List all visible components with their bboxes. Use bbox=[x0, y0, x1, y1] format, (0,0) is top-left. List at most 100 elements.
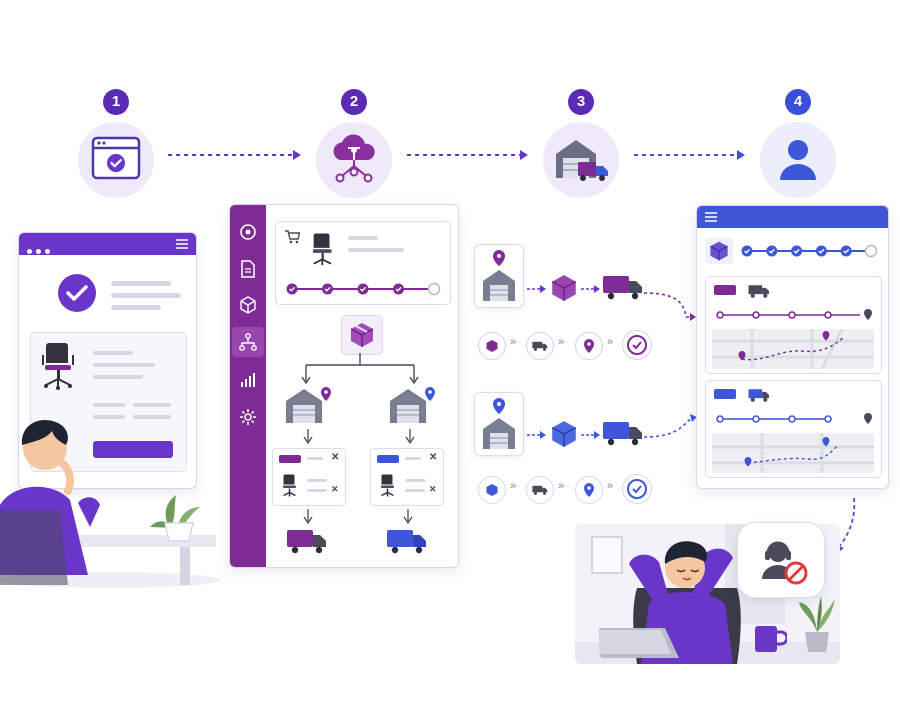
text-placeholder bbox=[307, 489, 327, 492]
office-chair-icon bbox=[283, 474, 296, 497]
text-placeholder bbox=[348, 248, 404, 252]
progress-step-done bbox=[815, 245, 827, 257]
plant-icon bbox=[799, 596, 835, 652]
step-2: 2 bbox=[316, 86, 392, 198]
box-icon bbox=[486, 340, 498, 352]
progress-step-pending bbox=[864, 244, 878, 258]
text-placeholder bbox=[111, 281, 171, 286]
mini-step-pin bbox=[575, 476, 603, 504]
office-chair-icon bbox=[42, 343, 74, 390]
text-placeholder bbox=[93, 363, 155, 367]
progress-step-done bbox=[741, 245, 753, 257]
tracking-panel bbox=[696, 205, 889, 489]
steps-row: 1 2 3 bbox=[0, 0, 900, 200]
text-placeholder bbox=[93, 415, 125, 419]
branch-order-card-blue: ✕ ✕ bbox=[370, 448, 444, 506]
step-number-badge: 4 bbox=[785, 89, 811, 115]
flow-arrow bbox=[581, 285, 600, 293]
browser-check-icon bbox=[91, 136, 141, 180]
text-placeholder bbox=[405, 489, 425, 492]
close-icon[interactable]: ✕ bbox=[331, 452, 340, 463]
mug-icon bbox=[755, 626, 787, 652]
overall-progress-track bbox=[741, 244, 878, 258]
shipment-card-purple bbox=[705, 276, 882, 374]
panel-titlebar bbox=[697, 206, 888, 228]
progress-step-done bbox=[322, 283, 333, 295]
check-mark bbox=[818, 248, 825, 254]
chevron-icon: » bbox=[607, 336, 614, 348]
hamburger-icon[interactable] bbox=[705, 212, 717, 222]
text-placeholder bbox=[111, 293, 181, 298]
step-number-badge: 1 bbox=[103, 89, 129, 115]
mini-step-box bbox=[478, 476, 506, 504]
text-placeholder bbox=[307, 457, 323, 460]
check-icon bbox=[627, 335, 647, 355]
window-dots bbox=[27, 241, 50, 259]
step-icon-circle bbox=[316, 122, 392, 198]
bar-chart-icon[interactable] bbox=[239, 371, 257, 389]
fulfillment-flow-blue: » » » bbox=[474, 392, 694, 512]
cloud-network-icon bbox=[333, 134, 375, 183]
warehouse-pin-icon bbox=[483, 250, 515, 301]
shipment-tag bbox=[714, 389, 736, 399]
document-icon[interactable] bbox=[240, 260, 256, 278]
flow-arrow bbox=[527, 285, 546, 293]
truck-icon bbox=[387, 530, 426, 554]
mini-step-check bbox=[622, 330, 652, 360]
text-placeholder bbox=[307, 479, 327, 482]
route-map-icon bbox=[712, 329, 874, 369]
chevron-icon: » bbox=[558, 336, 565, 348]
box-icon bbox=[551, 275, 577, 301]
no-support-bubble bbox=[737, 522, 825, 598]
office-chair-icon bbox=[312, 233, 332, 266]
chevron-icon: » bbox=[510, 336, 517, 348]
step-number-badge: 3 bbox=[568, 89, 594, 115]
target-icon[interactable] bbox=[239, 223, 257, 241]
progress-step-done bbox=[791, 245, 803, 257]
truck-icon bbox=[603, 276, 642, 300]
hub-icon-tile bbox=[341, 315, 383, 355]
gear-icon[interactable] bbox=[239, 408, 257, 426]
text-placeholder bbox=[93, 351, 133, 355]
routing-panel: ✕ ✕ ✕ ✕ bbox=[229, 204, 459, 568]
shipment-progress-track bbox=[716, 309, 872, 320]
text-placeholder bbox=[348, 236, 378, 240]
hierarchy-icon[interactable] bbox=[239, 333, 257, 351]
warehouse-tile bbox=[474, 244, 524, 308]
shipment-card-blue bbox=[705, 380, 882, 478]
hamburger-icon[interactable] bbox=[176, 239, 188, 249]
step-icon-circle bbox=[78, 122, 154, 198]
progress-step-done bbox=[357, 283, 369, 295]
branch-tag bbox=[377, 455, 399, 463]
relaxed-scene bbox=[575, 518, 840, 666]
mini-step-truck bbox=[526, 332, 554, 360]
box-icon[interactable] bbox=[239, 296, 257, 314]
truck-icon bbox=[532, 341, 548, 351]
check-mark bbox=[360, 286, 367, 292]
step-3: 3 bbox=[543, 86, 619, 198]
package-icon bbox=[350, 323, 374, 347]
branch-tag bbox=[279, 455, 301, 463]
close-icon[interactable]: ✕ bbox=[429, 484, 437, 494]
text-placeholder bbox=[133, 415, 171, 419]
package-icon bbox=[710, 241, 728, 261]
flow-arrow bbox=[581, 431, 600, 439]
truck-icon bbox=[532, 485, 548, 495]
pin-icon bbox=[584, 483, 594, 497]
check-mark bbox=[289, 286, 296, 292]
no-support-icon bbox=[762, 541, 808, 585]
step-icon-circle bbox=[760, 122, 836, 198]
close-icon[interactable]: ✕ bbox=[429, 452, 438, 463]
check-mark bbox=[744, 248, 751, 254]
truck-icon bbox=[748, 285, 769, 298]
progress-step-done bbox=[840, 245, 852, 257]
close-icon[interactable]: ✕ bbox=[331, 484, 339, 494]
progress-step-done bbox=[766, 245, 778, 257]
office-chair-icon bbox=[381, 474, 394, 497]
check-circle-icon bbox=[58, 274, 96, 312]
warehouse-icon bbox=[286, 387, 331, 423]
mini-step-pin bbox=[575, 332, 603, 360]
checkout-button[interactable] bbox=[93, 441, 173, 458]
relaxed-person-illustration bbox=[599, 541, 741, 664]
check-mark bbox=[768, 248, 775, 254]
